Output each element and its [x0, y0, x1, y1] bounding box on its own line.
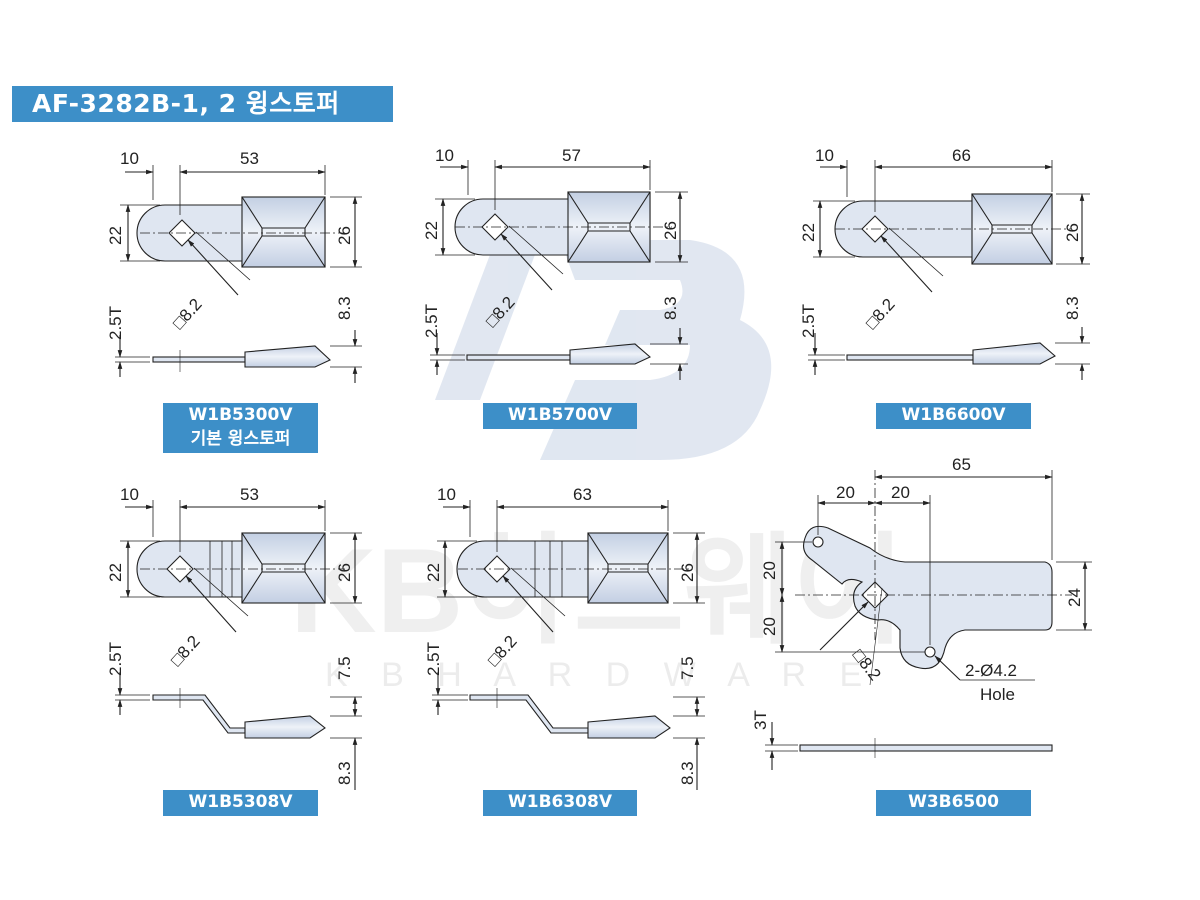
- dim-hole: 2-Ø4.2: [965, 661, 1017, 680]
- dim-total: 63: [573, 485, 592, 504]
- hole-top: [812, 536, 824, 548]
- dim-d2: 20: [891, 483, 910, 502]
- part-label-w1b6308v: W1B6308V: [483, 790, 637, 816]
- part-code: W1B5308V: [188, 792, 293, 812]
- part-label-w1b5700v: W1B5700V: [483, 403, 637, 429]
- part-code: W1B6308V: [507, 792, 612, 812]
- dim-left: 10: [120, 149, 139, 168]
- dim-thickness: 2.5T: [422, 304, 441, 338]
- dim-square: □8.2: [862, 295, 899, 333]
- part-w1b5308v-drawing: [115, 500, 362, 790]
- part-code: W1B6600V: [901, 405, 1006, 425]
- watermark: KB하드웨어 K B H A R D W A R E: [290, 215, 905, 694]
- dim-thickness: 2.5T: [799, 304, 818, 338]
- watermark-logo-k: [435, 215, 550, 400]
- dim-left: 10: [815, 146, 834, 165]
- dim-thickness: 2.5T: [424, 642, 443, 676]
- dim-offset: 7.5: [335, 656, 354, 680]
- dim-height-right: 26: [1063, 223, 1082, 242]
- dim-offset: 7.5: [678, 656, 697, 680]
- dim-v1: 20: [760, 561, 779, 580]
- part-w3b6500-drawing: [765, 470, 1092, 770]
- dim-side-height: 8.3: [335, 761, 354, 785]
- dim-total: 53: [240, 149, 259, 168]
- dim-side-height: 8.3: [335, 296, 354, 320]
- dim-d1: 20: [836, 483, 855, 502]
- part-label-w3b6500: W3B6500: [876, 790, 1031, 816]
- dim-side-height: 8.3: [1063, 296, 1082, 320]
- part-w1b5700v-drawing: [430, 160, 688, 380]
- dim-thickness: 3T: [751, 710, 770, 730]
- page-title: AF-3282B-1, 2 윙스토퍼: [12, 86, 393, 122]
- dim-height: 24: [1065, 588, 1084, 607]
- dim-total: 65: [952, 455, 971, 474]
- dim-side-height: 8.3: [678, 761, 697, 785]
- watermark-subtext: K B H A R D W A R E: [325, 656, 874, 694]
- plate-side-view: [799, 744, 1053, 752]
- part-w1b6600v-drawing: [808, 160, 1090, 380]
- part-label-w1b5308v: W1B5308V: [163, 790, 318, 816]
- dim-total: 57: [562, 146, 581, 165]
- dim-side-height: 8.3: [661, 296, 680, 320]
- dim-height-left: 22: [422, 221, 441, 240]
- dim-height-right: 26: [335, 226, 354, 245]
- dim-v2: 20: [760, 617, 779, 636]
- dim-square: □8.2: [169, 295, 206, 333]
- dim-height-right: 26: [678, 563, 697, 582]
- plate-outline: [803, 525, 1053, 670]
- dim-height-left: 22: [424, 563, 443, 582]
- dim-height-right: 26: [661, 221, 680, 240]
- dim-total: 53: [240, 485, 259, 504]
- dim-square: □8.2: [167, 632, 204, 670]
- part-w1b5300v-drawing: [115, 165, 362, 383]
- part-label-w1b6600v: W1B6600V: [876, 403, 1031, 429]
- dim-thickness: 2.5T: [106, 306, 125, 340]
- dim-left: 10: [435, 146, 454, 165]
- dim-height-left: 22: [799, 223, 818, 242]
- dim-height-left: 22: [106, 226, 125, 245]
- part-w1b6308v-drawing: [432, 500, 705, 790]
- dim-total: 66: [952, 146, 971, 165]
- part-code: W1B5300V: [188, 405, 293, 425]
- dim-left: 10: [120, 485, 139, 504]
- dim-hole-label: Hole: [980, 685, 1015, 704]
- part-code: W1B5700V: [507, 405, 612, 425]
- dim-height-left: 22: [106, 563, 125, 582]
- dim-thickness: 2.5T: [106, 642, 125, 676]
- hole-bottom: [924, 646, 936, 658]
- dim-height-right: 26: [335, 563, 354, 582]
- dim-left: 10: [437, 485, 456, 504]
- part-label-w1b5300v: W1B5300V 기본 윙스토퍼: [163, 403, 318, 453]
- part-code: W3B6500: [908, 792, 999, 812]
- part-subtitle: 기본 윙스토퍼: [190, 429, 291, 449]
